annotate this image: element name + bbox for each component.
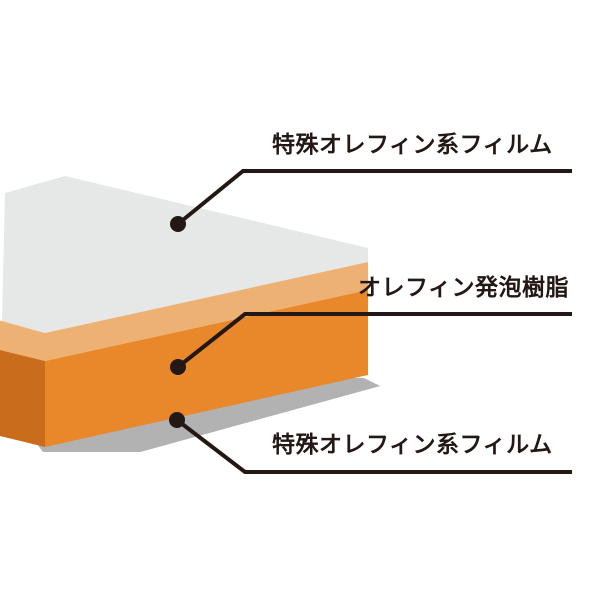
callout-bottom-dot [169, 412, 185, 428]
foam-core-front-face [45, 290, 368, 447]
top-film-layer [2, 176, 368, 333]
callout-middle-dot [170, 359, 186, 375]
callout-middle-leader [176, 312, 572, 369]
top-film-tip [65, 176, 368, 262]
foam-core-top-face [0, 262, 368, 361]
foam-core-left-face [0, 350, 45, 447]
callout-lines [175, 169, 572, 474]
label-foam-core: オレフィン発泡樹脂 [358, 275, 570, 301]
label-top-film: 特殊オレフィン系フィルム [272, 132, 553, 158]
label-bottom-film: 特殊オレフィン系フィルム [272, 432, 553, 458]
callout-dots [169, 216, 186, 428]
callout-top-leader [176, 169, 572, 226]
callout-top-dot [170, 216, 186, 232]
callout-bottom-leader [175, 418, 572, 474]
top-film-top-face [2, 176, 368, 333]
